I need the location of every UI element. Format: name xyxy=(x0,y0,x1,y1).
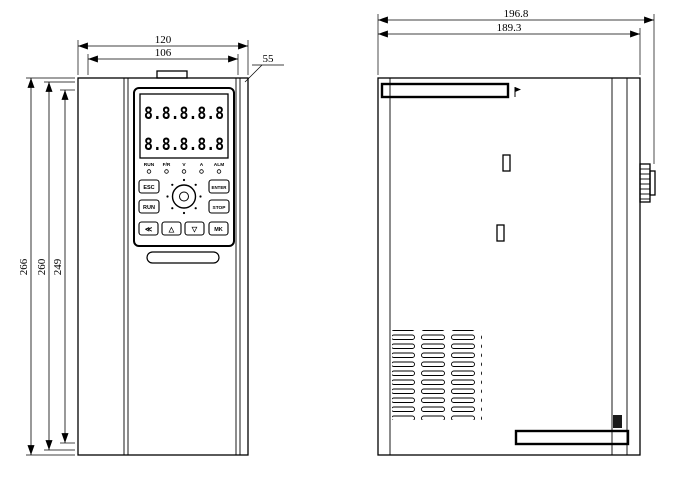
bottom-right-block xyxy=(613,415,622,428)
knob-tick xyxy=(199,195,202,198)
knob-center xyxy=(179,191,189,202)
cover-latch-slot xyxy=(146,251,220,264)
pin-mark-icon xyxy=(514,87,521,97)
cover-clip-upper xyxy=(502,154,511,172)
cover-clip-lower xyxy=(496,224,505,242)
side-view xyxy=(377,77,656,456)
bottom-mounting-bracket xyxy=(514,429,630,446)
indicator-label-v: V xyxy=(182,162,186,168)
indicator-label-fr: F/R xyxy=(163,162,171,168)
dim-label-top-right: 55 xyxy=(263,53,275,65)
dim-label-depth-outer: 196.8 xyxy=(504,8,529,20)
knob-tick xyxy=(171,207,174,210)
dim-label-height-outer: 266 xyxy=(18,258,30,275)
down-button xyxy=(184,221,205,236)
dimension-annotations: 120 106 55 266 260 249 196.8 189.3 xyxy=(18,8,655,456)
esc-button-label: ESC xyxy=(143,185,154,191)
keypad-panel: 8.8.8.8.8 8.8.8.8.8 RUN F/R V A ALM ESC … xyxy=(133,87,235,247)
side-body-outline xyxy=(377,77,641,456)
knob-tick xyxy=(182,178,186,182)
dim-label-width-outer: 120 xyxy=(155,34,172,46)
vent-louvers xyxy=(392,330,482,420)
segment-display-row-2: 8.8.8.8.8 xyxy=(144,135,224,155)
up-button-label: △ xyxy=(168,227,175,234)
knob-tick xyxy=(194,207,197,210)
segment-display-row-1: 8.8.8.8.8 xyxy=(144,104,224,124)
indicator-label-run: RUN xyxy=(144,162,155,168)
mk-button-label: MK xyxy=(214,227,223,233)
knob-tick xyxy=(194,183,197,186)
enter-button xyxy=(208,179,230,194)
mk-button xyxy=(208,221,229,236)
knob-body xyxy=(171,184,197,209)
front-top-tab xyxy=(156,70,188,79)
indicator-led xyxy=(146,169,152,174)
shift-button xyxy=(138,221,159,236)
side-knob xyxy=(639,163,656,203)
knob-tick xyxy=(171,183,174,186)
dim-label-depth-inner: 189.3 xyxy=(497,22,522,34)
indicator-led xyxy=(199,169,204,174)
run-button xyxy=(138,199,160,214)
stop-button-label: STOP xyxy=(213,205,227,211)
dim-label-height-mid: 260 xyxy=(36,258,48,275)
indicator-led xyxy=(164,169,169,174)
top-mounting-bracket xyxy=(380,82,510,99)
knob-tick xyxy=(166,195,169,198)
indicator-led xyxy=(216,169,222,174)
indicator-label-alm: ALM xyxy=(214,162,224,168)
segment-display-frame xyxy=(139,93,229,159)
up-button xyxy=(161,221,182,236)
run-button-label: RUN xyxy=(143,205,155,211)
knob-tick xyxy=(182,211,186,215)
stop-button xyxy=(208,199,230,214)
indicator-led xyxy=(181,169,187,174)
down-button-label: ▽ xyxy=(191,227,198,234)
enter-button-label: ENTER xyxy=(212,185,228,190)
front-view: 8.8.8.8.8 8.8.8.8.8 RUN F/R V A ALM ESC … xyxy=(77,70,249,456)
dim-label-height-inner: 249 xyxy=(52,258,64,275)
esc-button xyxy=(138,179,160,194)
shift-button-label: ≪ xyxy=(145,227,152,234)
rotary-knob xyxy=(166,178,202,215)
indicator-label-a: A xyxy=(200,162,204,168)
dim-label-width-inner: 106 xyxy=(155,47,172,59)
